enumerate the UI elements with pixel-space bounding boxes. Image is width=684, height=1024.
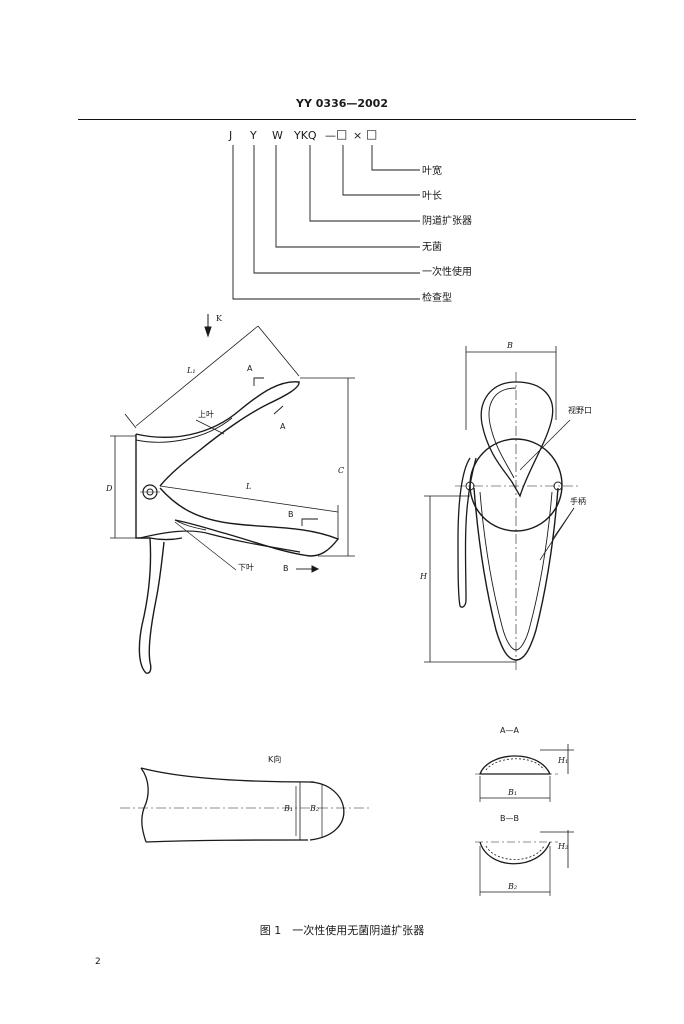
section-b-mark-top: B	[288, 510, 294, 519]
times-symbol: ×	[353, 129, 363, 142]
code-letter-y: Y	[250, 129, 257, 142]
section-b-mark-bottom: B	[283, 564, 289, 573]
viewing-window-label: 视野口	[568, 406, 592, 415]
section-aa-title: A—A	[500, 726, 519, 735]
section-bb-dim-b2: B₂	[508, 882, 518, 891]
k-view-dim-b2: B₂	[310, 804, 320, 813]
dim-d-label: D	[106, 484, 113, 493]
code-dash: —	[325, 129, 336, 142]
section-a-mark-top: A	[247, 364, 253, 373]
section-a-mark-bottom: A	[280, 422, 286, 431]
k-view-title: K向	[268, 755, 282, 764]
label-examination-type: 检查型	[422, 293, 452, 304]
designation-leaders	[232, 145, 420, 300]
section-aa-dim-b1: B₁	[508, 788, 518, 797]
upper-blade-label: 上叶	[198, 410, 214, 419]
section-bb-drawing	[475, 830, 574, 896]
k-view-dim-b1: B₁	[284, 804, 294, 813]
standard-number-header: YY 0336—2002	[296, 97, 388, 110]
section-bb-title: B—B	[500, 814, 519, 823]
code-letter-w: W	[272, 129, 283, 142]
label-blade-length: 叶长	[422, 191, 442, 202]
page-number: 2	[95, 957, 101, 967]
lower-blade-label: 下叶	[238, 563, 254, 572]
code-letter-j: J	[229, 129, 233, 142]
label-vaginal-speculum: 阴道扩张器	[422, 216, 472, 227]
dim-c-label: C	[338, 466, 345, 475]
label-blade-width: 叶宽	[422, 166, 442, 177]
dim-l-label: L	[246, 482, 252, 491]
length-box-symbol: □	[336, 127, 348, 141]
width-box-symbol: □	[366, 127, 378, 141]
k-view-drawing	[120, 767, 370, 843]
handle-label: 手柄	[570, 497, 586, 506]
section-aa-drawing	[475, 744, 574, 802]
code-letter-ykq: YKQ	[294, 129, 317, 142]
side-view-drawing	[110, 314, 355, 674]
view-k-label: K	[216, 314, 222, 323]
header-rule	[78, 119, 636, 120]
front-view-drawing	[424, 346, 580, 670]
dim-b-label: B	[507, 341, 513, 350]
section-aa-dim-h1: H₁	[558, 756, 569, 765]
label-sterile: 无菌	[422, 242, 442, 253]
figure-caption: 图 1 一次性使用无菌阴道扩张器	[259, 924, 425, 937]
section-bb-dim-h2: H₂	[558, 842, 569, 851]
label-single-use: 一次性使用	[422, 267, 472, 278]
dim-h-label: H	[420, 572, 427, 581]
dim-l1-label: L₁	[187, 366, 196, 375]
